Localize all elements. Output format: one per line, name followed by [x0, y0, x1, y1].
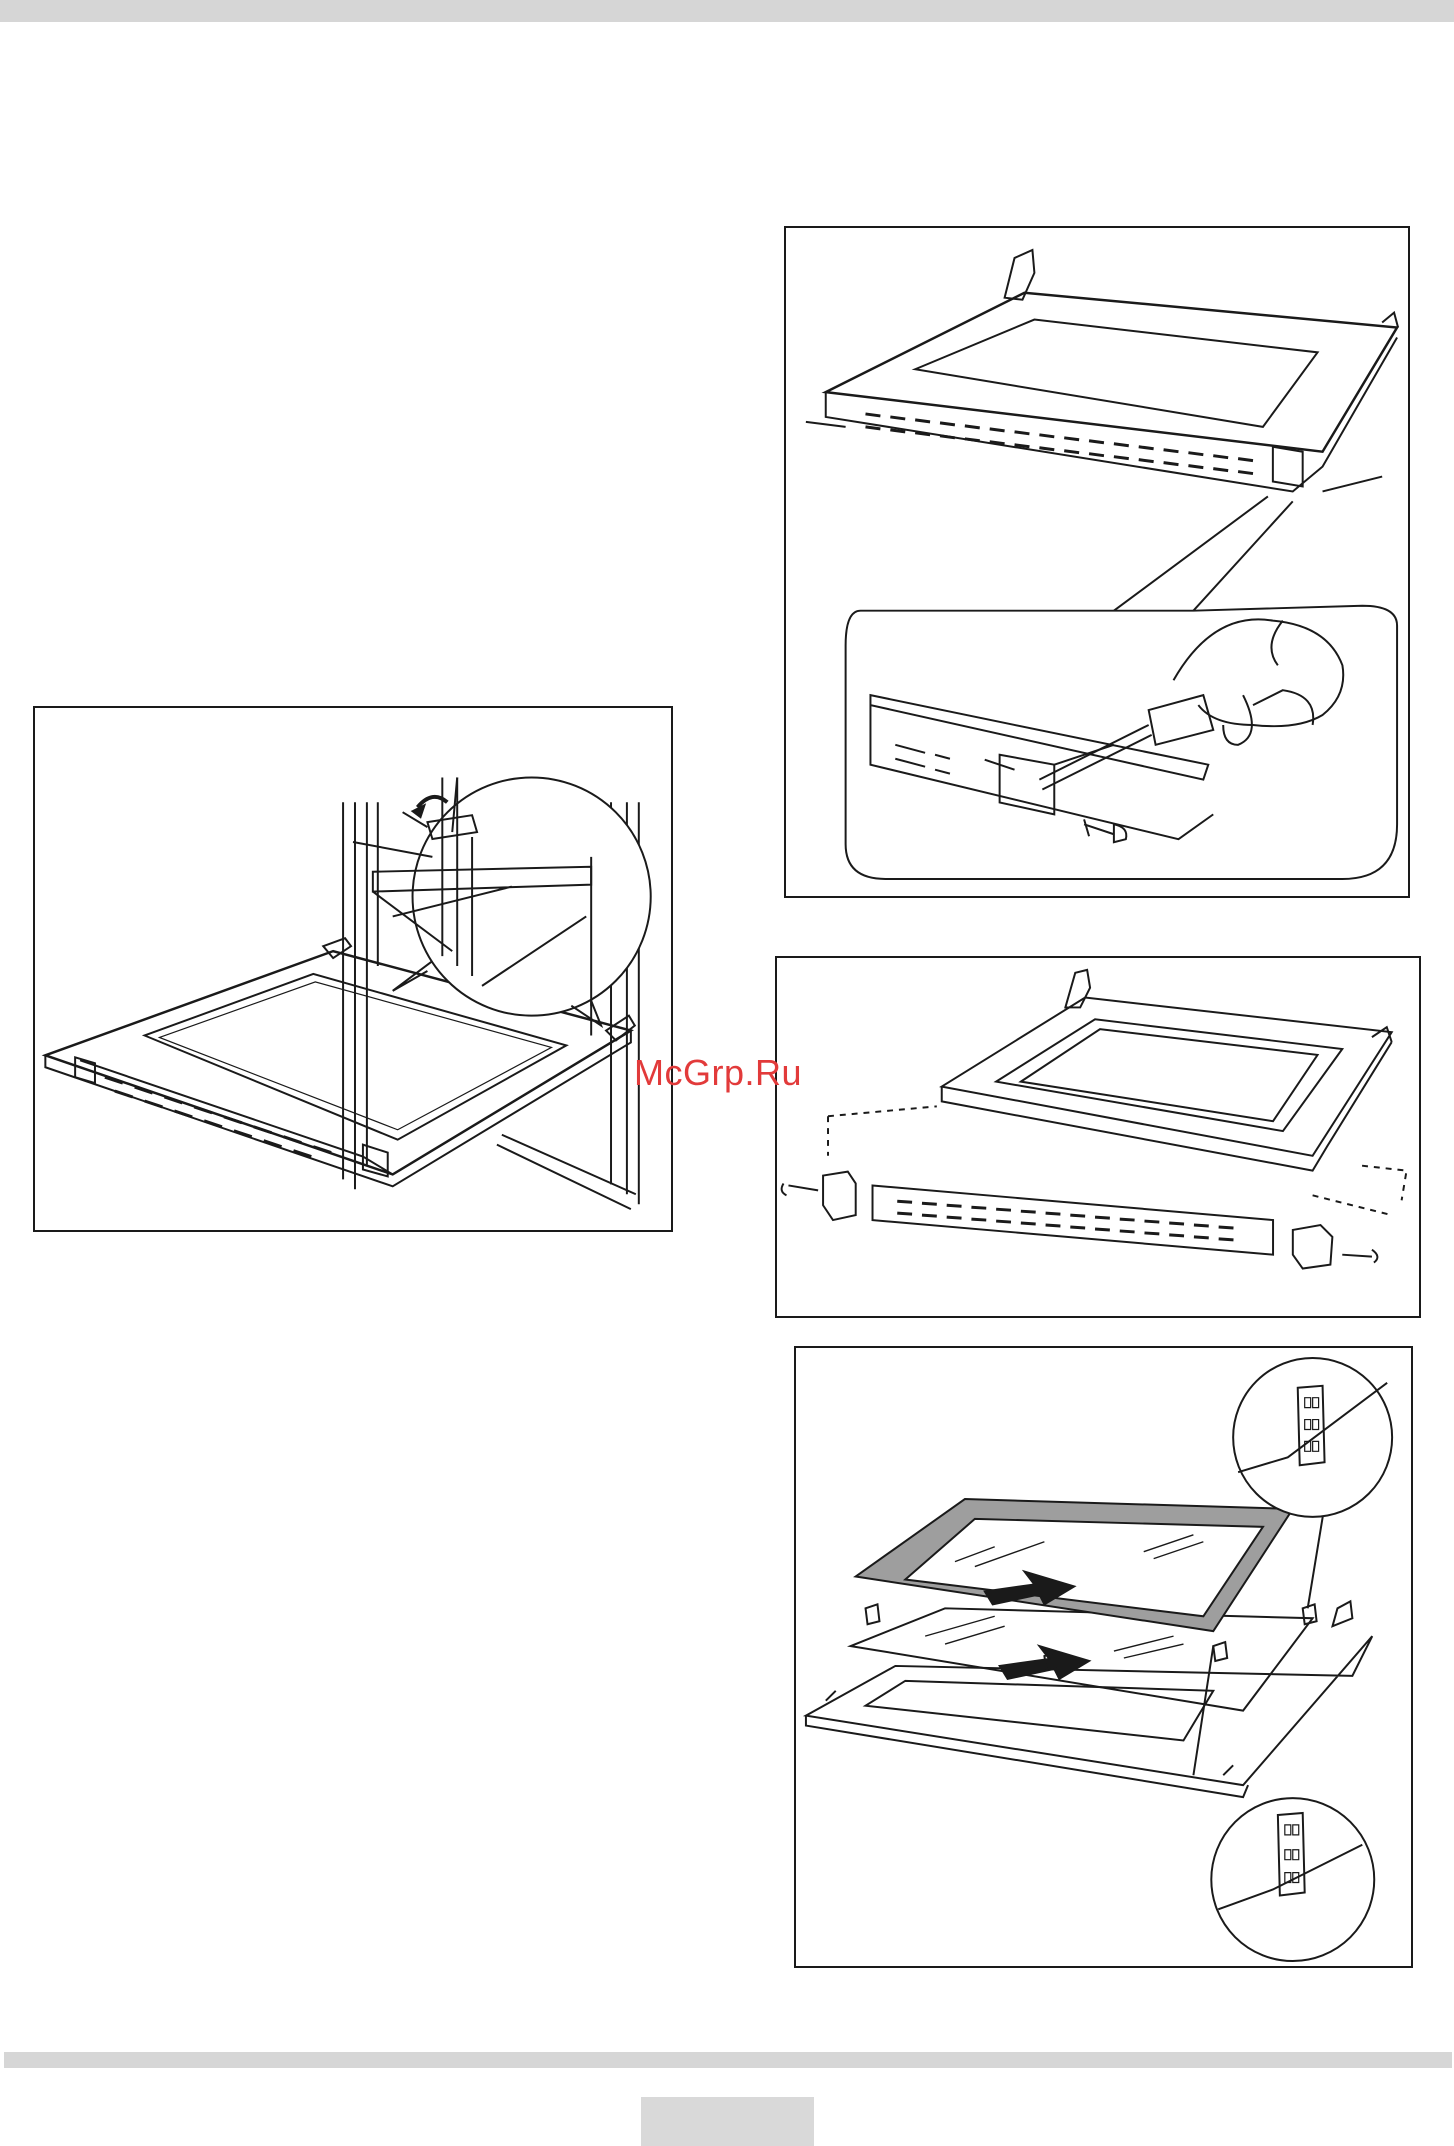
- door-handle-trim-exploded-icon: [777, 958, 1419, 1316]
- top-decorative-bar: [0, 0, 1454, 22]
- screwdriver-removing-door-screw-icon: [786, 228, 1408, 896]
- door-screw-removal-figure: [784, 226, 1410, 898]
- oven-door-hinge-figure: [33, 706, 673, 1232]
- watermark-text: McGrp.Ru: [634, 1052, 802, 1094]
- door-glass-panels-removal-icon: [796, 1348, 1411, 1966]
- door-trim-exploded-figure: [775, 956, 1421, 1318]
- page-number-tab: [641, 2097, 814, 2146]
- oven-door-hinge-latch-icon: [35, 708, 671, 1230]
- bottom-decorative-bar: [4, 2052, 1452, 2068]
- glass-panels-removal-figure: [794, 1346, 1413, 1968]
